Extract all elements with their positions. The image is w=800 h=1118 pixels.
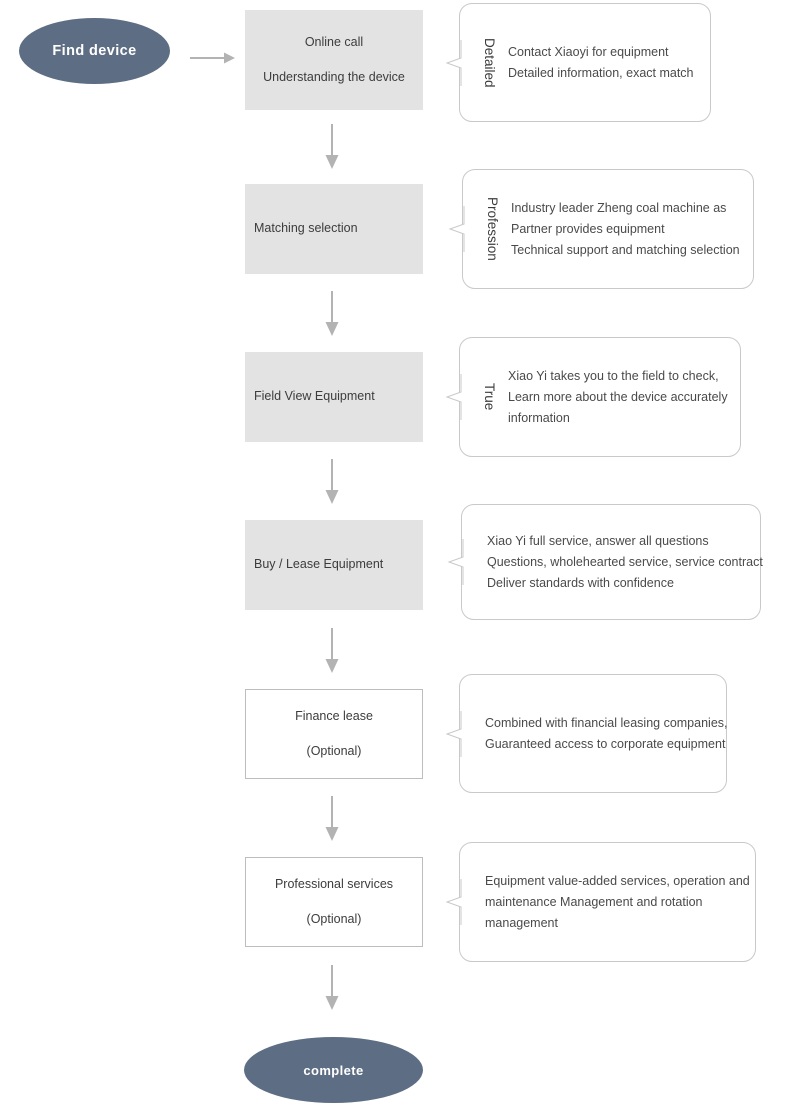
process-box-online-call[interactable]: Online call Understanding the device <box>245 10 423 110</box>
process-box-line: Understanding the device <box>263 69 405 84</box>
process-box-professional-services[interactable]: Professional services (Optional) <box>245 857 423 947</box>
process-box-buy-lease-equipment[interactable]: Buy / Lease Equipment <box>245 520 423 610</box>
callout-line: Guaranteed access to corporate equipment <box>485 736 726 751</box>
callout-line: Equipment value-added services, operatio… <box>485 873 750 888</box>
callout-line: maintenance Management and rotation <box>485 894 703 909</box>
end-terminator-label: complete <box>303 1062 364 1078</box>
arrow-down-icon <box>325 965 339 1010</box>
callout-text: Contact Xiaoyi for equipment Detailed in… <box>508 42 710 84</box>
callout-line: Technical support and matching selection <box>511 242 740 257</box>
arrow-down-icon <box>325 628 339 673</box>
process-box-line: Field View Equipment <box>254 389 375 404</box>
callout-online-call[interactable]: Detailed Contact Xiaoyi for equipment De… <box>445 3 711 122</box>
process-box-line: Buy / Lease Equipment <box>254 557 384 572</box>
callout-body: Detailed Contact Xiaoyi for equipment De… <box>445 3 711 122</box>
process-box-line: Matching selection <box>254 221 358 236</box>
callout-vertical-label: True <box>482 383 497 411</box>
callout-line: Industry leader Zheng coal machine as <box>511 200 727 215</box>
callout-pointer-icon <box>445 374 481 420</box>
callout-line: information <box>508 410 570 425</box>
callout-text: Xiao Yi full service, answer all questio… <box>487 531 763 594</box>
callout-body: Equipment value-added services, operatio… <box>445 842 756 962</box>
callout-line: Xiao Yi takes you to the field to check, <box>508 368 719 383</box>
callout-text: Combined with financial leasing companie… <box>485 713 728 755</box>
callout-line: Contact Xiaoyi for equipment <box>508 44 669 59</box>
process-box-line: Professional services <box>274 876 394 891</box>
start-terminator[interactable]: Find device <box>19 18 170 84</box>
callout-text: Industry leader Zheng coal machine as Pa… <box>511 198 753 261</box>
callout-line: Detailed information, exact match <box>508 65 694 80</box>
arrow-down-icon <box>325 459 339 504</box>
callout-line: Combined with financial leasing companie… <box>485 715 728 730</box>
callout-body: True Xiao Yi takes you to the field to c… <box>445 337 741 457</box>
callout-line: management <box>485 915 558 930</box>
callout-line: Learn more about the device accurately <box>508 389 728 404</box>
process-box-matching-selection[interactable]: Matching selection <box>245 184 423 274</box>
process-box-line: (Optional) <box>306 911 362 926</box>
callout-buy-lease-equipment[interactable]: Xiao Yi full service, answer all questio… <box>447 504 763 620</box>
callout-finance-lease[interactable]: Combined with financial leasing companie… <box>445 674 728 793</box>
arrow-right-icon <box>190 52 235 64</box>
callout-text: Equipment value-added services, operatio… <box>485 871 755 934</box>
callout-body: Profession Industry leader Zheng coal ma… <box>448 169 754 289</box>
callout-pointer-icon <box>447 539 483 585</box>
callout-line: Deliver standards with confidence <box>487 575 674 590</box>
callout-vertical-label: Detailed <box>482 37 497 88</box>
callout-pointer-icon <box>445 39 481 86</box>
process-box-line: Online call <box>304 34 364 49</box>
process-box-line: (Optional) <box>306 743 362 758</box>
callout-line: Partner provides equipment <box>511 221 665 236</box>
callout-pointer-icon <box>448 206 484 252</box>
arrow-down-icon <box>325 796 339 841</box>
process-box-finance-lease[interactable]: Finance lease (Optional) <box>245 689 423 779</box>
start-terminator-label: Find device <box>52 43 137 59</box>
callout-text: Xiao Yi takes you to the field to check,… <box>508 366 740 429</box>
callout-vertical-label: Profession <box>485 197 500 261</box>
process-box-field-view-equipment[interactable]: Field View Equipment <box>245 352 423 442</box>
callout-body: Combined with financial leasing companie… <box>445 674 728 793</box>
arrow-down-icon <box>325 124 339 169</box>
end-terminator[interactable]: complete <box>244 1037 423 1103</box>
process-box-line: Finance lease <box>295 708 373 723</box>
callout-line: Questions, wholehearted service, service… <box>487 554 763 569</box>
callout-body: Xiao Yi full service, answer all questio… <box>447 504 763 620</box>
callout-pointer-icon <box>445 710 481 757</box>
callout-matching-selection[interactable]: Profession Industry leader Zheng coal ma… <box>448 169 754 289</box>
callout-pointer-icon <box>445 879 481 925</box>
callout-field-view-equipment[interactable]: True Xiao Yi takes you to the field to c… <box>445 337 741 457</box>
callout-professional-services[interactable]: Equipment value-added services, operatio… <box>445 842 756 962</box>
arrow-down-icon <box>325 291 339 336</box>
callout-line: Xiao Yi full service, answer all questio… <box>487 533 709 548</box>
